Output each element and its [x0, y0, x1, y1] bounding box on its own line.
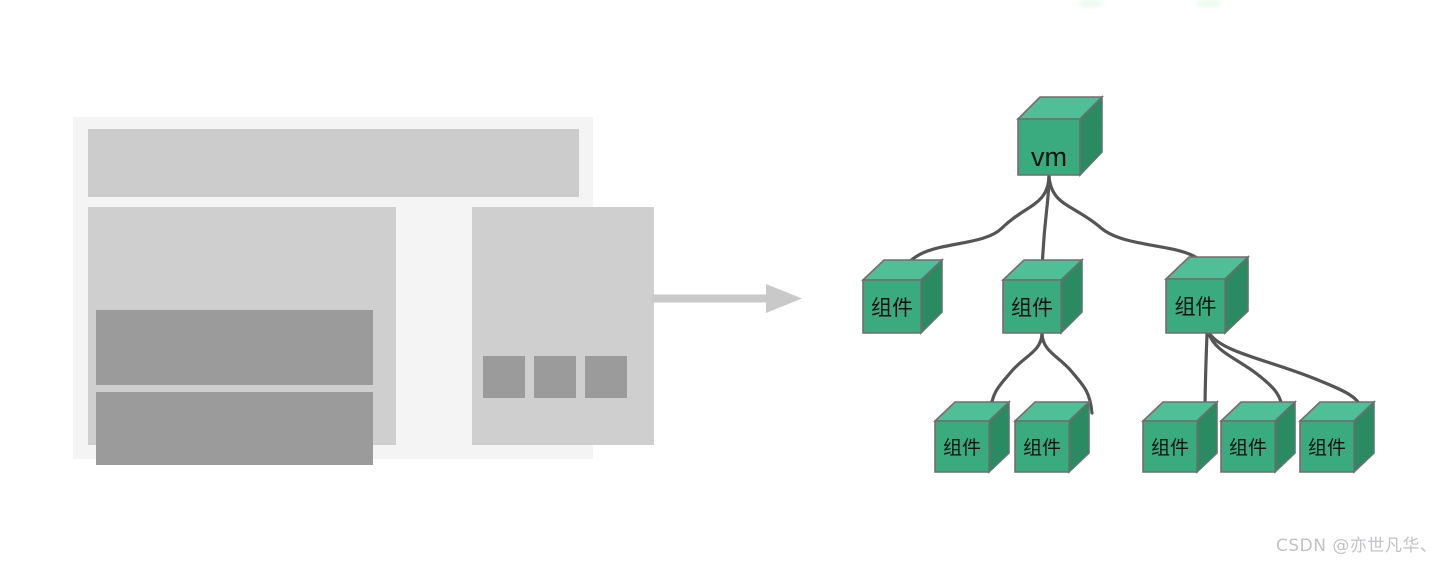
- top-edge-artifact-left: [1078, 0, 1104, 7]
- csdn-watermark: CSDN @亦世凡华、: [1276, 536, 1438, 556]
- top-edge-artifact-right: [1196, 0, 1222, 7]
- cube-front-face: [934, 420, 990, 473]
- cube-front-face: [1142, 420, 1198, 473]
- wireframe-sidebar-panel: [472, 207, 654, 445]
- cube-component-2[interactable]: 组件: [1000, 258, 1084, 338]
- wireframe-content-block: [96, 310, 373, 385]
- cube-vm[interactable]: vm: [1014, 95, 1104, 179]
- cube-front-face: [1017, 118, 1081, 176]
- cube-component-1[interactable]: 组件: [860, 258, 944, 338]
- component-tree: vm 组件 组件 组件: [820, 0, 1446, 561]
- arrow-right-icon: [652, 284, 802, 313]
- wireframe-sidebar-chip: [483, 356, 525, 398]
- wireframe-sidebar-chip: [585, 356, 627, 398]
- wireframe-content-block: [96, 392, 373, 465]
- cube-front-face: [1165, 278, 1226, 334]
- page-layout-wireframe: [73, 117, 654, 465]
- wireframe-header-bar: [88, 129, 579, 197]
- edge-vm-to-component-1: [901, 174, 1051, 274]
- edge-component-2-to-child-1: [988, 332, 1044, 415]
- cube-component-3-child-3[interactable]: 组件: [1297, 400, 1377, 478]
- cube-component-2-child-2[interactable]: 组件: [1012, 400, 1092, 478]
- cube-front-face: [1220, 420, 1276, 473]
- tree-edges: [901, 174, 1364, 415]
- edge-component-2-to-child-2: [1040, 332, 1094, 415]
- cube-front-face: [1002, 279, 1062, 334]
- edge-component-3-to-child-3: [1208, 332, 1364, 415]
- cube-front-face: [1299, 420, 1355, 473]
- cube-component-2-child-1[interactable]: 组件: [932, 400, 1012, 478]
- cube-component-3[interactable]: 组件: [1163, 255, 1251, 339]
- edge-vm-to-component-3: [1047, 174, 1211, 274]
- wireframe-sidebar-chip: [534, 356, 576, 398]
- cube-front-face: [1014, 420, 1070, 473]
- cube-front-face: [862, 279, 922, 334]
- cube-component-3-child-1[interactable]: 组件: [1140, 400, 1220, 478]
- edge-component-3-to-child-2: [1207, 332, 1285, 415]
- transformation-arrow: [648, 278, 808, 320]
- cube-component-3-child-2[interactable]: 组件: [1218, 400, 1298, 478]
